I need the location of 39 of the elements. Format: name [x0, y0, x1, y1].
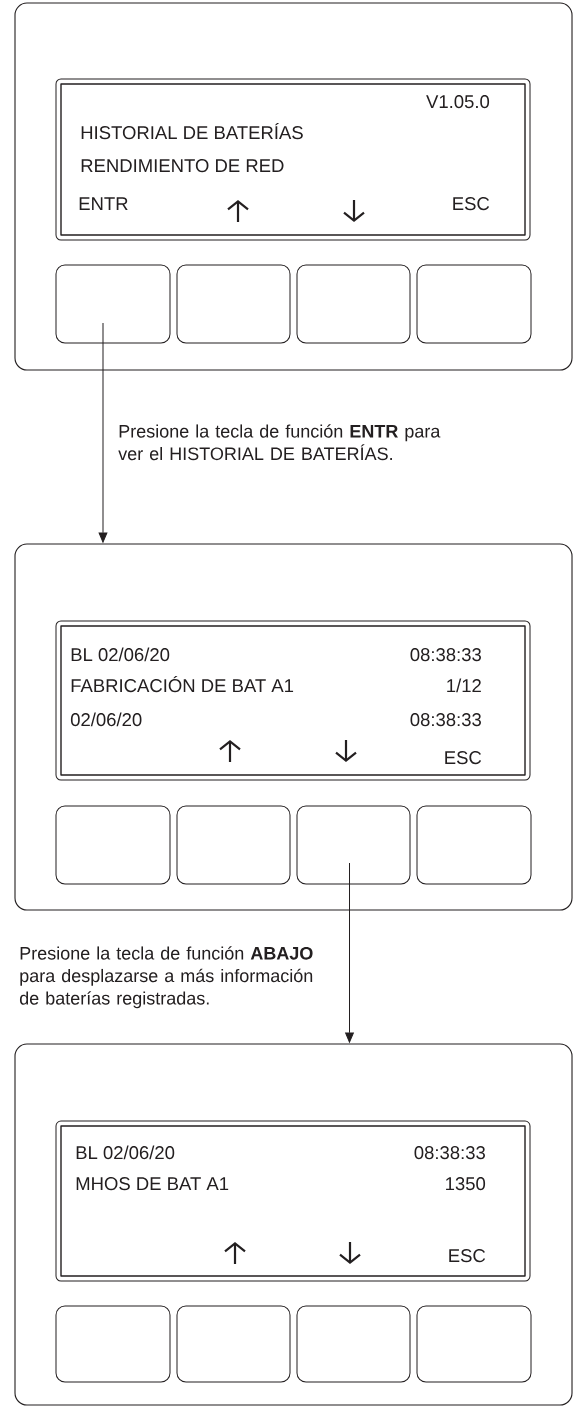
screen-text: 08:38:33: [410, 648, 481, 662]
screen-text: 1/12: [447, 678, 481, 693]
arrow: [98, 322, 108, 543]
display-screen: [55, 1120, 531, 1282]
display-screen: [55, 620, 531, 781]
function-key: [296, 805, 411, 885]
device-panel: [14, 543, 573, 911]
function-key: [416, 1305, 532, 1383]
screen-text: RENDIMIENTO DE RED: [81, 159, 284, 173]
screen-text: V1.05.0: [426, 95, 490, 109]
device-panel: [14, 1043, 573, 1406]
screen-text: BL 02/06/20: [76, 1145, 175, 1160]
function-key: [296, 264, 411, 344]
device-panel: [14, 2, 573, 371]
screen-text: ENTR: [79, 197, 128, 210]
screen-text: ESC: [445, 751, 482, 765]
screen-text: 02/06/20: [70, 712, 142, 727]
screen-text: 08:38:33: [414, 1146, 485, 1160]
function-key: [176, 264, 291, 344]
function-key: [176, 1305, 291, 1383]
screen-text: 08:38:33: [410, 713, 481, 727]
function-key: [55, 264, 171, 344]
screen-text: FABRICACIÓN DE BAT A1: [71, 675, 294, 693]
function-key: [416, 264, 532, 344]
display-screen: [55, 78, 531, 241]
arrow: [345, 862, 354, 1043]
function-key: [55, 1305, 171, 1383]
instruction-text: Presione la tecla de función ENTR para ver el HISTORIAL DE BATERÍAS.: [118, 424, 441, 461]
function-key: [416, 805, 532, 885]
function-key: [176, 805, 291, 885]
instruction-text: Presione la tecla de función ABAJO para desplazarse a más información de baterías registradas.: [19, 946, 313, 1009]
screen-text: 1350: [446, 1177, 486, 1191]
function-key: [296, 1305, 411, 1383]
function-key: [55, 805, 171, 885]
screen-text: ESC: [453, 197, 490, 211]
screen-text: BL 02/06/20: [71, 647, 170, 662]
screen-text: HISTORIAL DE BATERÍAS: [81, 122, 303, 140]
screen-text: MHOS DE BAT A1: [76, 1177, 229, 1191]
screen-text: ESC: [449, 1249, 486, 1263]
